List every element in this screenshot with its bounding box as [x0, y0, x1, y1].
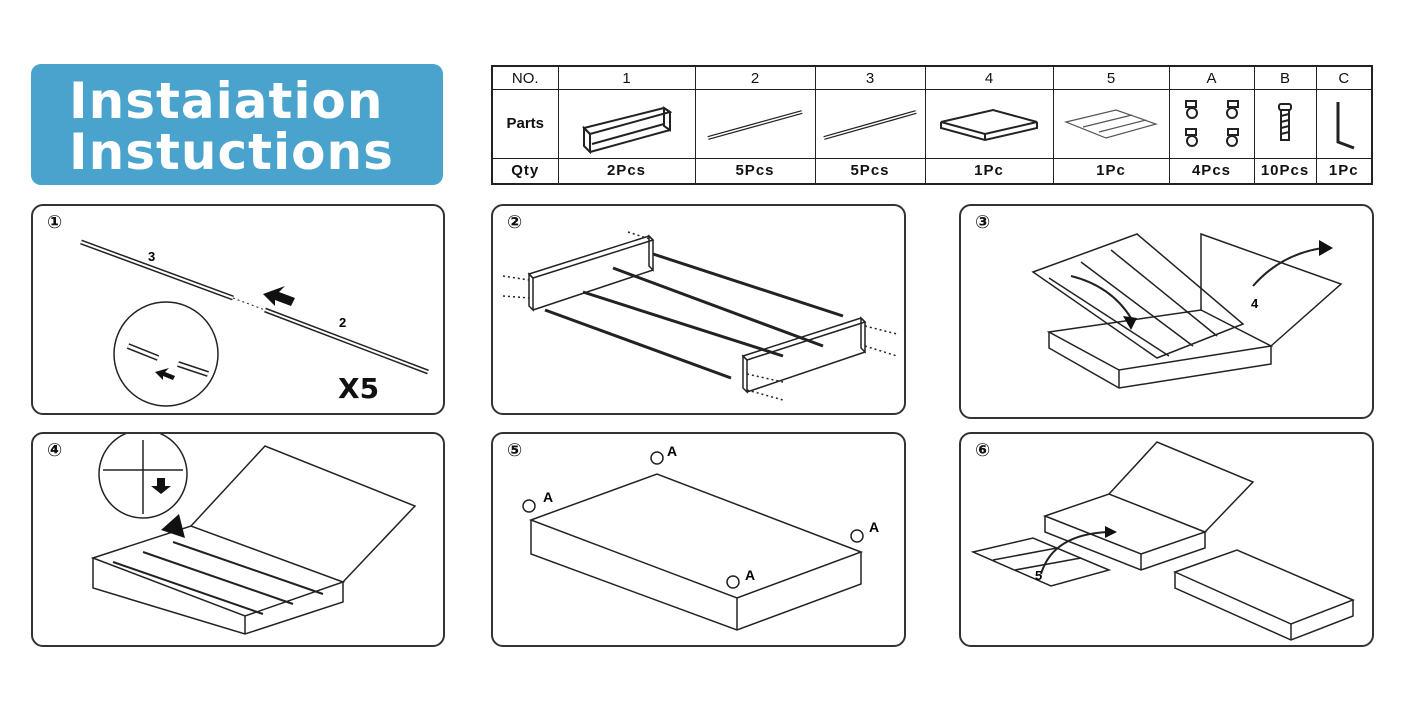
col-no-5: 5	[1052, 65, 1170, 91]
table-row-qty: Qty 2Pcs 5Pcs 5Pcs 1Pc 1Pc 4Pcs 10Pcs 1P…	[491, 157, 1373, 185]
qty-4: 1Pc	[924, 157, 1054, 185]
part-4-cell	[924, 89, 1054, 159]
qty-b: 10Pcs	[1253, 157, 1317, 185]
col-no-3: 3	[814, 65, 926, 91]
part-3-cell	[814, 89, 926, 159]
caster-label: A	[745, 567, 755, 583]
table-row-parts: Parts	[491, 89, 1373, 159]
part-1-cell	[557, 89, 696, 159]
step-6-panel: ⑥ 5	[959, 432, 1374, 647]
row-label-qty: Qty	[491, 157, 559, 185]
title-line-1: Instaiation	[69, 72, 384, 130]
caster-label: A	[667, 443, 677, 459]
col-no-4: 4	[924, 65, 1054, 91]
step-2-illustration	[502, 231, 898, 401]
title-line-2: Instuctions	[69, 123, 394, 181]
rod-label-2: 2	[339, 315, 346, 330]
step-1-illustration: 3 2	[80, 239, 429, 407]
step-number: ④	[47, 440, 63, 461]
part-5-cell	[1052, 89, 1170, 159]
frame-end-icon	[581, 106, 672, 154]
rod-label-3: 3	[148, 249, 155, 264]
multiplier: X5	[338, 372, 380, 405]
step-number: ①	[47, 212, 63, 233]
part-a-cell	[1168, 89, 1255, 159]
step-number: ⑥	[975, 440, 991, 461]
col-no-2: 2	[694, 65, 816, 91]
part-label-5: 5	[1035, 568, 1042, 583]
col-no-b: B	[1253, 65, 1317, 91]
step-6-illustration: 5	[970, 441, 1355, 641]
step-3-panel: ③ 4	[959, 204, 1374, 419]
qty-5: 1Pc	[1052, 157, 1170, 185]
part-2-cell	[694, 89, 816, 159]
caster-wheels-icon	[1184, 99, 1239, 147]
screw-icon	[1278, 102, 1292, 141]
qty-1: 2Pcs	[557, 157, 696, 185]
step-4-panel: ④	[31, 432, 445, 647]
parts-table: NO. 1 2 3 4 5 A B C Parts	[491, 65, 1373, 185]
step-1-panel: ① 3 2 X5	[31, 204, 445, 415]
step-5-panel: ⑤ A A A A	[491, 432, 906, 647]
step-3-illustration: 4	[1031, 232, 1343, 389]
rod-icon	[823, 110, 917, 140]
col-no-1: 1	[557, 65, 696, 91]
step-number: ②	[507, 212, 523, 233]
part-label-4: 4	[1251, 296, 1259, 311]
lid-box-icon	[940, 108, 1038, 141]
mat-icon	[1064, 109, 1158, 139]
col-no-a: A	[1168, 65, 1255, 91]
rod-icon	[707, 110, 803, 140]
title-banner: Instaiation Instuctions	[31, 64, 443, 185]
col-no-c: C	[1315, 65, 1373, 91]
caster-label: A	[543, 489, 553, 505]
qty-c: 1Pc	[1315, 157, 1373, 185]
qty-3: 5Pcs	[814, 157, 926, 185]
row-label-no: NO.	[491, 65, 559, 91]
row-label-parts: Parts	[491, 89, 559, 159]
step-5-illustration: A A A A	[522, 443, 879, 631]
hex-key-icon	[1336, 101, 1355, 150]
step-number: ③	[975, 212, 991, 233]
step-number: ⑤	[507, 440, 523, 461]
qty-2: 5Pcs	[694, 157, 816, 185]
table-row-number: NO. 1 2 3 4 5 A B C	[491, 65, 1373, 91]
part-c-cell	[1315, 89, 1373, 159]
qty-a: 4Pcs	[1168, 157, 1255, 185]
step-4-illustration	[90, 434, 417, 635]
part-b-cell	[1253, 89, 1317, 159]
step-2-panel: ②	[491, 204, 906, 415]
caster-label: A	[869, 519, 879, 535]
